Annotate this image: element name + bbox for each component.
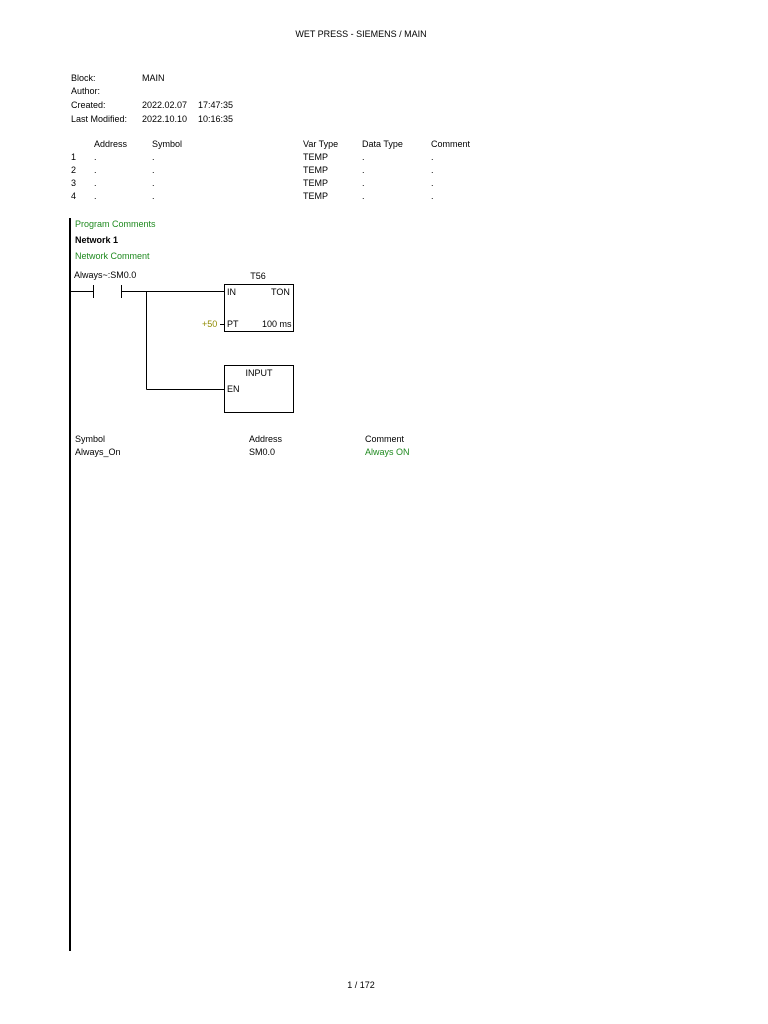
meta-value-created-date: 2022.02.07 (142, 100, 188, 110)
var-row-comment: . (431, 191, 434, 201)
var-header-address: Address (94, 139, 128, 149)
network-title: Network 1 (75, 235, 119, 245)
timer-resolution: 100 ms (262, 319, 292, 329)
var-row-address: . (94, 178, 97, 188)
var-row-data-type: . (362, 191, 365, 201)
program-comments: Program Comments (75, 219, 156, 229)
var-row-var-type: TEMP (303, 178, 329, 188)
meta-label-block: Block: (71, 73, 96, 83)
var-row-comment: . (431, 165, 434, 175)
meta-value-modified-date: 2022.10.10 (142, 114, 188, 124)
meta-label-created: Created: (71, 100, 106, 110)
symbol-row-comment: Always ON (365, 447, 410, 457)
var-row-var-type: TEMP (303, 165, 329, 175)
var-row-number: 2 (71, 165, 77, 175)
meta-label-modified: Last Modified: (71, 114, 128, 124)
var-header-comment: Comment (431, 139, 471, 149)
meta-value-block: MAIN (142, 73, 165, 83)
power-rail (69, 218, 71, 951)
var-row-address: . (94, 152, 97, 162)
var-row-number: 1 (71, 152, 77, 162)
var-row-symbol: . (152, 178, 155, 188)
var-row-var-type: TEMP (303, 152, 329, 162)
timer-type: TON (271, 287, 290, 297)
call-box-en-label: EN (227, 384, 240, 394)
symbol-header-comment: Comment (365, 434, 405, 444)
page-number: 1 / 172 (347, 980, 375, 990)
var-row-comment: . (431, 152, 434, 162)
var-row-data-type: . (362, 165, 365, 175)
var-row-comment: . (431, 178, 434, 188)
timer-pt-value: +50 (202, 319, 218, 329)
meta-label-author: Author: (71, 86, 101, 96)
var-row-number: 3 (71, 178, 77, 188)
var-row-symbol: . (152, 152, 155, 162)
page-title: WET PRESS - SIEMENS / MAIN (295, 29, 427, 39)
meta-value-created-time: 17:47:35 (198, 100, 234, 110)
var-header-var-type: Var Type (303, 139, 339, 149)
timer-in-label: IN (227, 287, 236, 297)
var-row-var-type: TEMP (303, 191, 329, 201)
meta-value-modified-time: 10:16:35 (198, 114, 234, 124)
var-row-symbol: . (152, 165, 155, 175)
contact-label: Always~:SM0.0 (74, 270, 137, 280)
var-row-data-type: . (362, 178, 365, 188)
var-row-symbol: . (152, 191, 155, 201)
network-comment: Network Comment (75, 251, 150, 261)
var-row-number: 4 (71, 191, 77, 201)
var-row-address: . (94, 165, 97, 175)
timer-name: T56 (250, 271, 266, 281)
var-row-data-type: . (362, 152, 365, 162)
var-row-address: . (94, 191, 97, 201)
timer-pt-label: PT (227, 319, 239, 329)
symbol-header-address: Address (249, 434, 283, 444)
var-header-symbol: Symbol (152, 139, 183, 149)
symbol-row-address: SM0.0 (249, 447, 276, 457)
symbol-row-symbol: Always_On (75, 447, 121, 457)
call-box-name: INPUT (245, 368, 273, 378)
var-header-data-type: Data Type (362, 139, 403, 149)
symbol-header-symbol: Symbol (75, 434, 106, 444)
